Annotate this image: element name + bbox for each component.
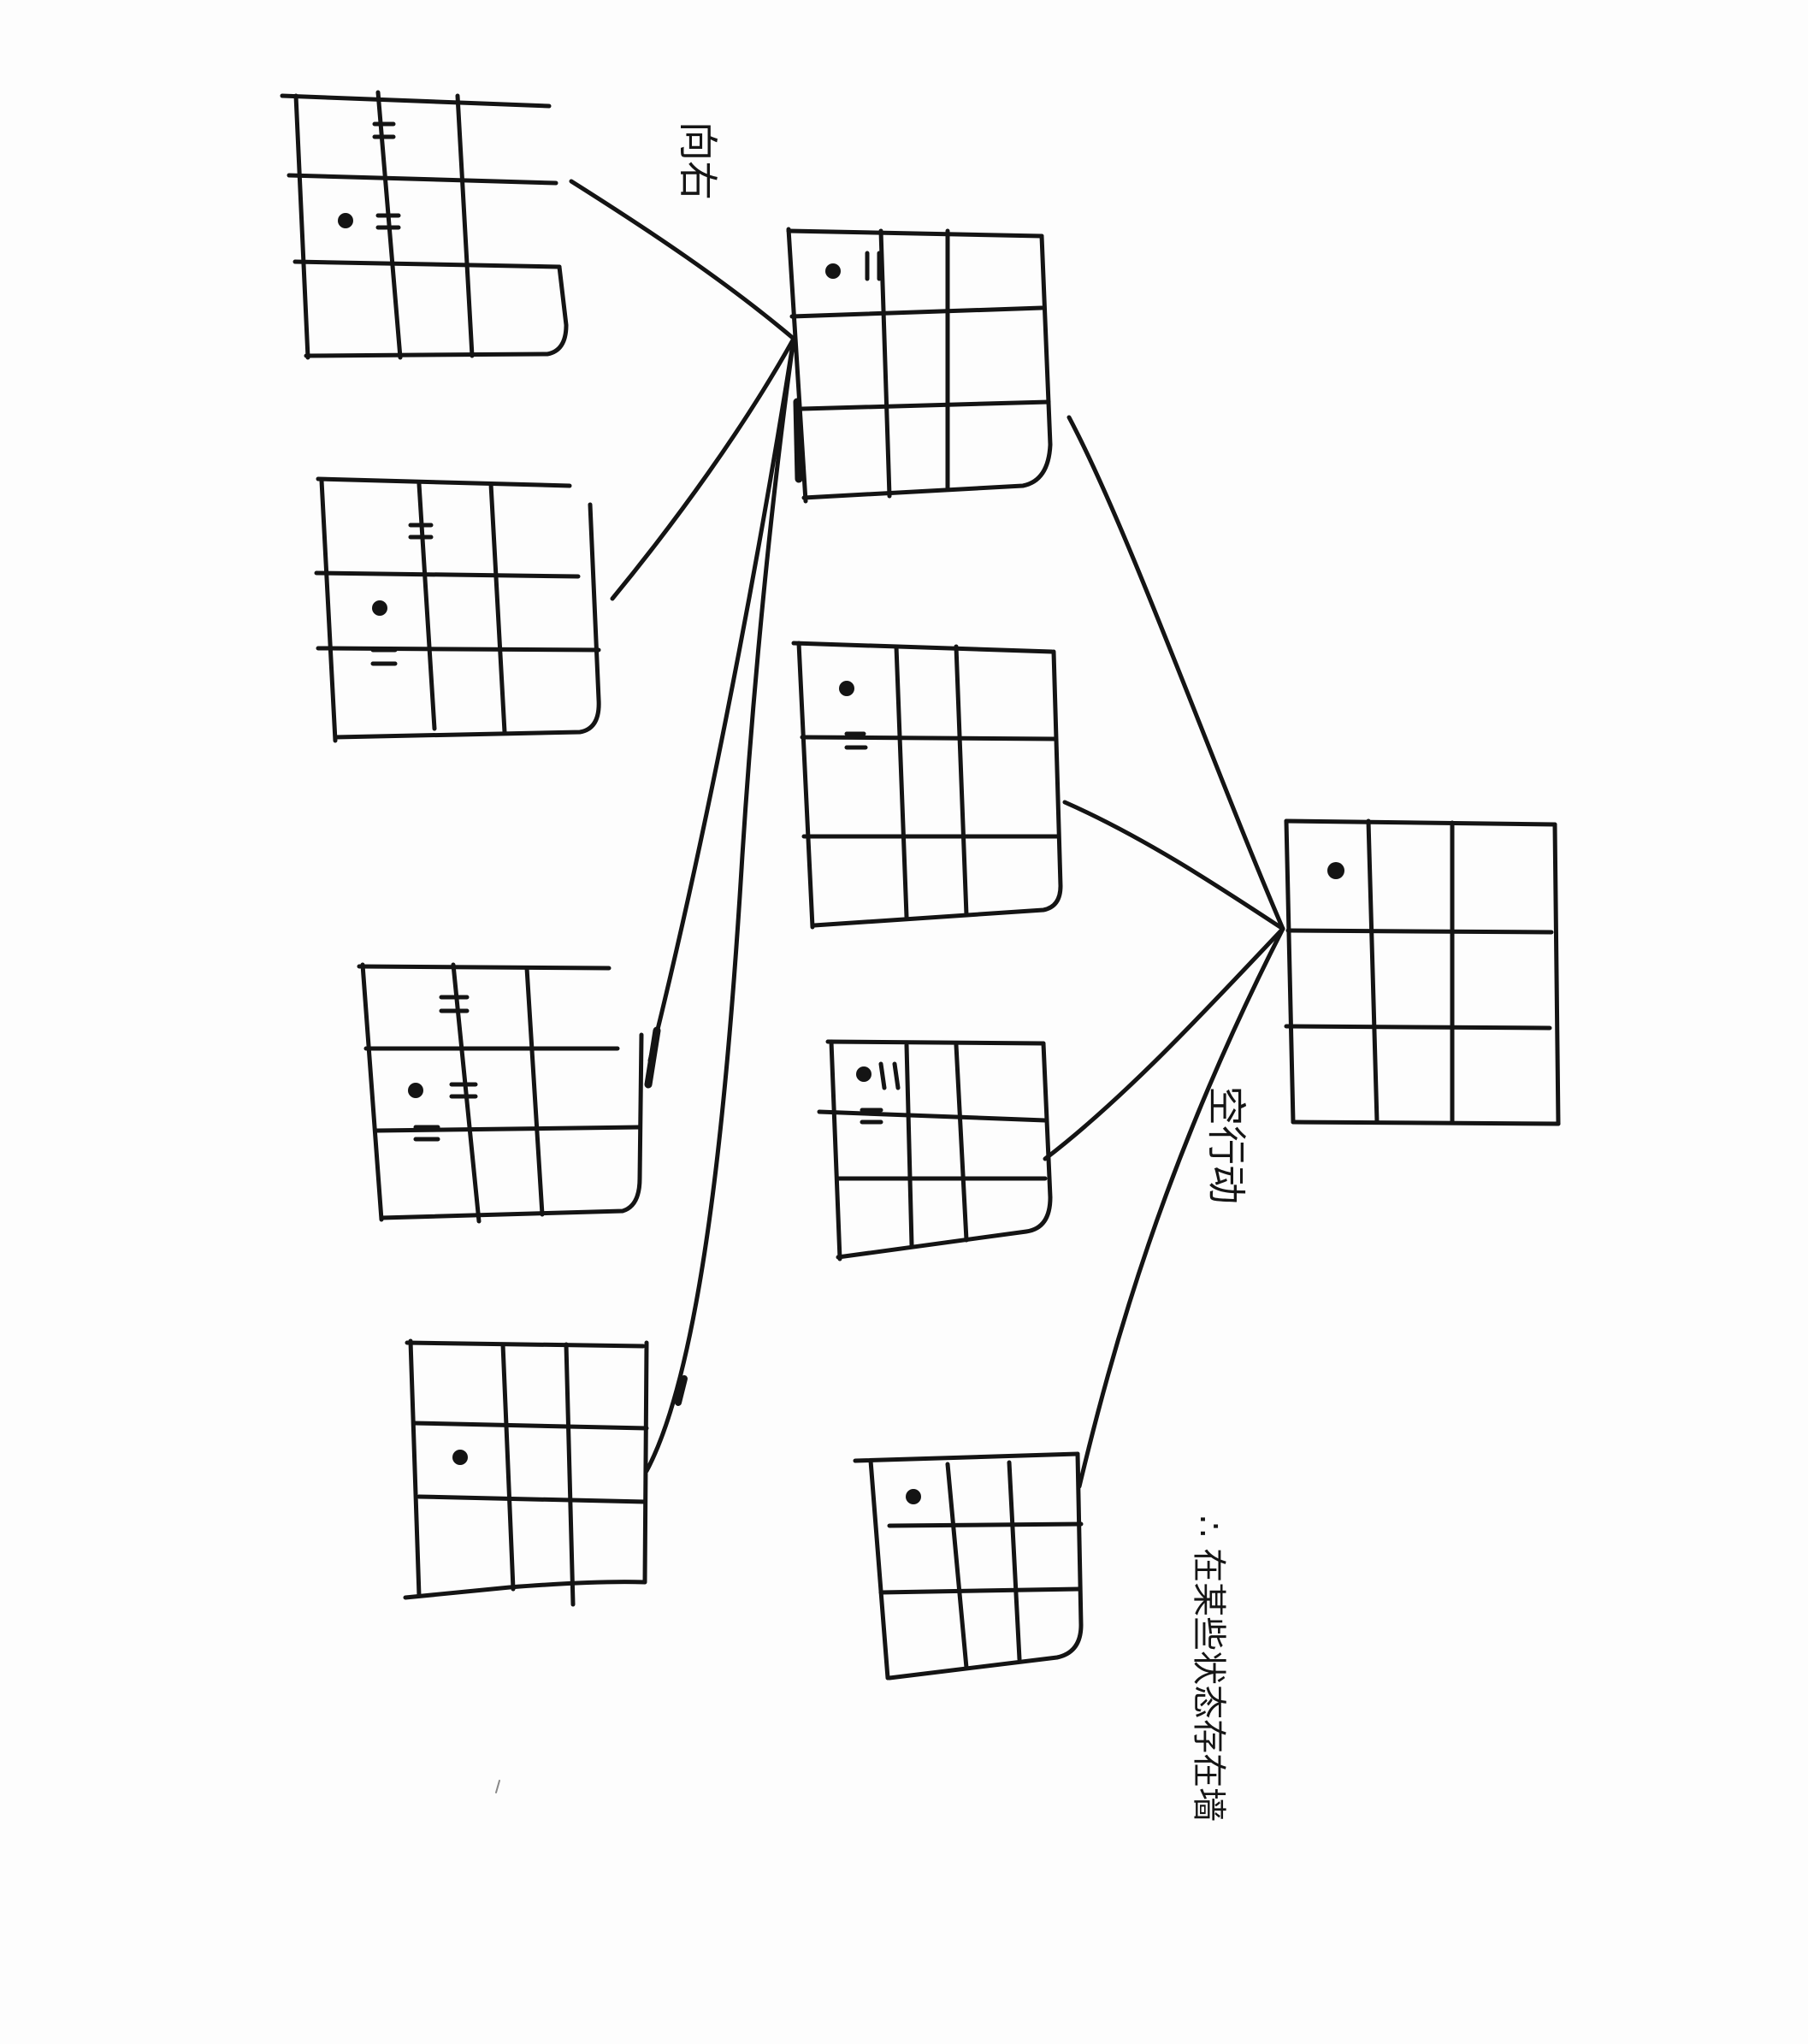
grid-node-M1 xyxy=(786,227,1053,504)
wall-mark-icon xyxy=(370,647,398,666)
wall-mark-icon xyxy=(439,995,470,1013)
ink-blot-mark xyxy=(675,1375,688,1406)
grid-node-R1 xyxy=(1284,818,1561,1126)
wall-mark-icon xyxy=(413,1125,440,1142)
wall-mark-icon xyxy=(878,1061,901,1090)
grid-node-L2 xyxy=(314,476,601,743)
agent-dot xyxy=(408,1083,423,1098)
edge-M4-R1 xyxy=(1077,926,1285,1489)
agent-dot xyxy=(338,213,353,228)
edge-L3-M1 xyxy=(647,336,796,1063)
edge-label-noop: 空行动 xyxy=(1203,1086,1250,1204)
grid-node-M4 xyxy=(853,1451,1084,1681)
grid-node-M3 xyxy=(817,1039,1053,1261)
grid-node-L3 xyxy=(357,962,644,1224)
wall-mark-icon xyxy=(408,523,434,540)
agent-dot xyxy=(906,1489,921,1504)
grid-node-L1 xyxy=(280,90,569,360)
wall-mark-icon xyxy=(844,731,868,750)
grid-node-M2 xyxy=(791,641,1063,930)
wall-mark-icon xyxy=(865,251,882,281)
stray-mark xyxy=(495,1780,500,1793)
edge-L1-M1 xyxy=(569,179,796,341)
wall-mark-icon xyxy=(372,121,396,139)
edge-L2-M1 xyxy=(610,336,796,601)
agent-dot xyxy=(1327,862,1344,879)
edge-M2-R1 xyxy=(1062,800,1285,931)
edge-M3-R1 xyxy=(1043,926,1285,1161)
ink-blot-mark xyxy=(644,1026,661,1089)
edge-L4-M1 xyxy=(644,336,796,1474)
conclusion-note: ∴ 在某些状态存在墙 xyxy=(1189,1515,1228,1822)
agent-dot xyxy=(856,1066,872,1082)
agent-dot xyxy=(825,263,841,279)
wall-mark-icon xyxy=(860,1108,883,1125)
ink-blot-mark xyxy=(793,398,803,483)
wall-mark-icon xyxy=(375,213,401,230)
wall-mark-icon xyxy=(449,1082,478,1099)
agent-dot xyxy=(452,1450,468,1465)
agent-dot xyxy=(372,600,387,616)
edges xyxy=(569,179,1285,1489)
grid-node-L4 xyxy=(403,1338,649,1607)
edge-label-right: 向右 xyxy=(675,121,721,200)
agent-dot xyxy=(839,681,854,696)
edge-M1-R1 xyxy=(1066,415,1285,931)
